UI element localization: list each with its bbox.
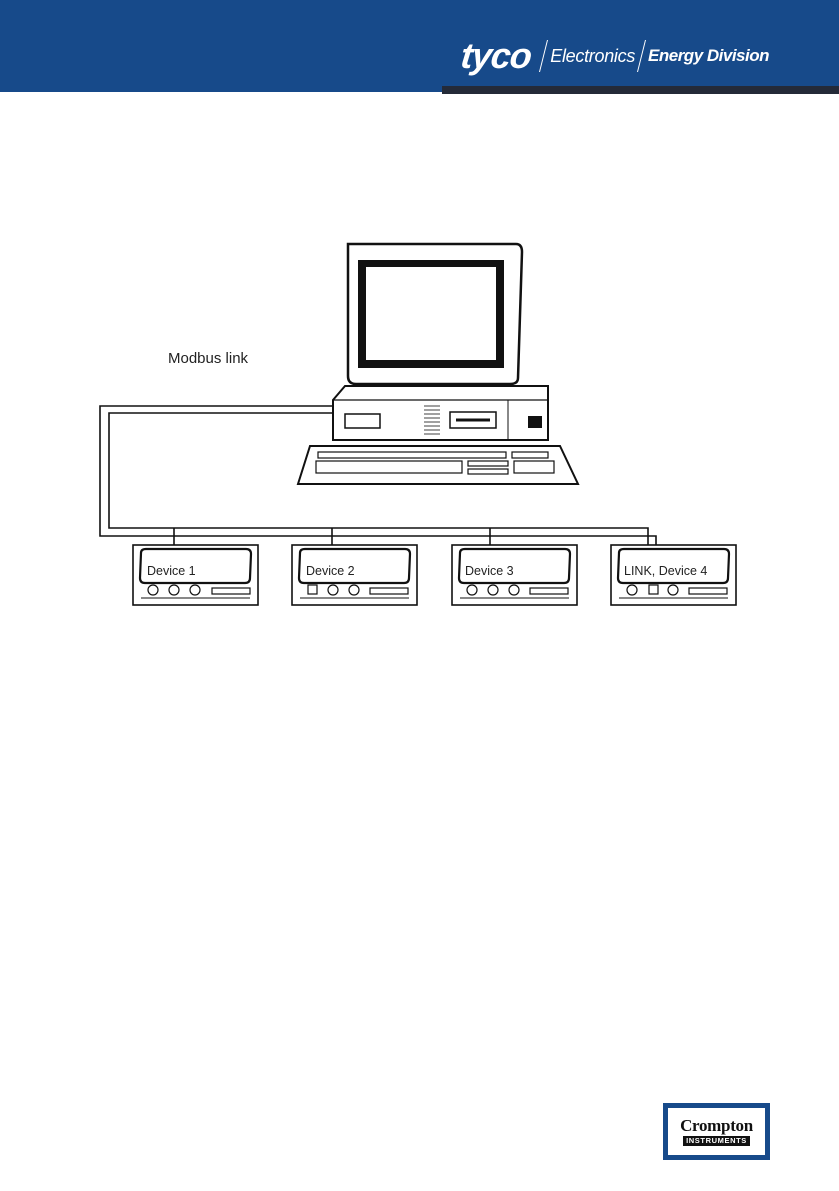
device-1-label: Device 1 xyxy=(147,564,196,578)
computer-cpu-icon xyxy=(333,386,548,440)
computer-monitor-icon xyxy=(348,244,522,398)
device-3: Device 3 xyxy=(452,545,577,605)
keyboard-icon xyxy=(298,446,578,484)
crompton-instruments-logo: Crompton INSTRUMENTS xyxy=(663,1103,770,1160)
device-3-label: Device 3 xyxy=(465,564,514,578)
logo-name: Crompton xyxy=(680,1117,753,1134)
device-2: Device 2 xyxy=(292,545,417,605)
device-2-label: Device 2 xyxy=(306,564,355,578)
modbus-network-diagram: Modbus link xyxy=(0,0,839,700)
modbus-link-label: Modbus link xyxy=(168,350,249,367)
logo-subtitle: INSTRUMENTS xyxy=(683,1136,750,1146)
device-4: LINK, Device 4 xyxy=(611,545,736,605)
device-4-label: LINK, Device 4 xyxy=(624,564,707,578)
device-1: Device 1 xyxy=(133,545,258,605)
logo-panel: Crompton INSTRUMENTS xyxy=(668,1108,765,1155)
